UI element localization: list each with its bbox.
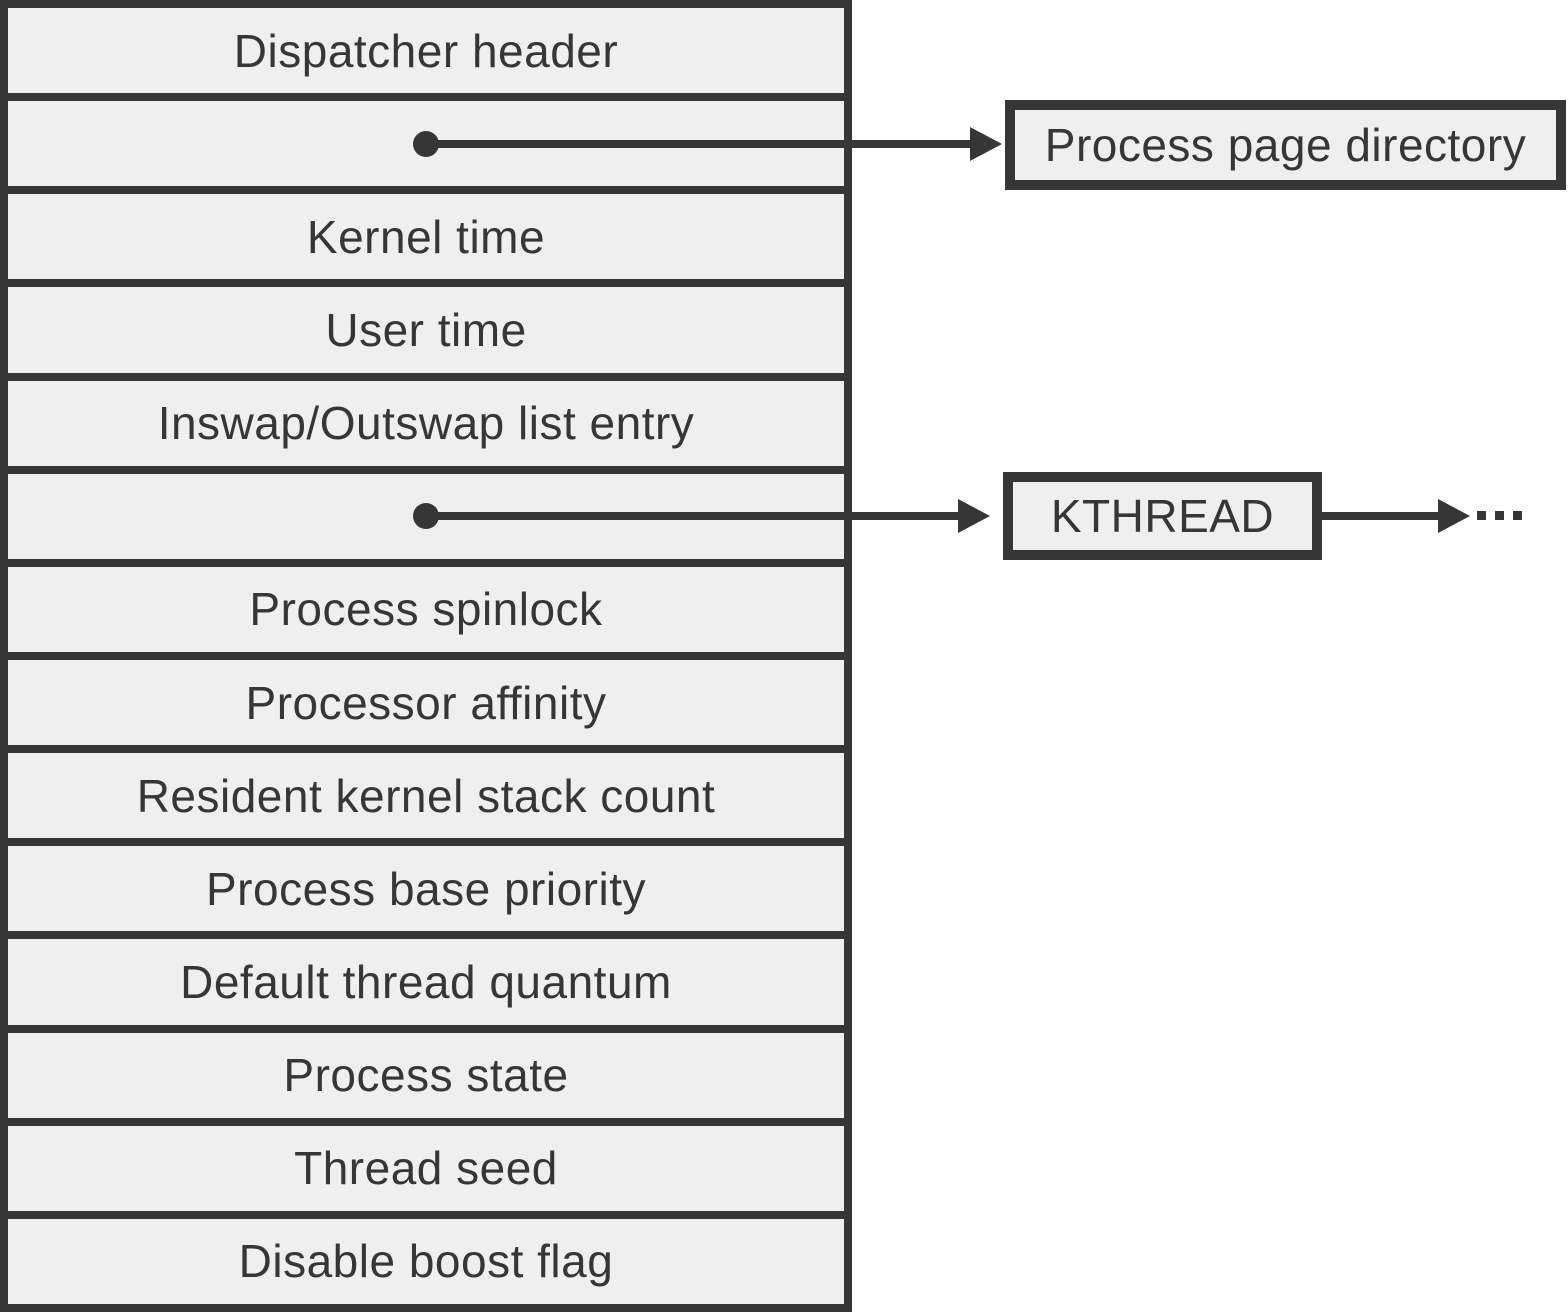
- ellipsis-icon: [1477, 511, 1522, 520]
- row-process-state: Process state: [8, 1024, 844, 1118]
- row-label: Default thread quantum: [180, 955, 672, 1008]
- row-label: Resident kernel stack count: [136, 769, 716, 822]
- callout-label: KTHREAD: [1050, 490, 1275, 542]
- row-label: User time: [325, 303, 527, 356]
- arrowhead-icon: [970, 127, 1002, 161]
- row-processor-affinity: Processor affinity: [8, 651, 844, 746]
- callout-process-page-directory: Process page directory: [1005, 100, 1566, 190]
- row-label: Kernel time: [306, 210, 546, 263]
- row-label: Dispatcher header: [233, 24, 619, 77]
- row-label: Processor affinity: [245, 676, 607, 729]
- pointer-line-to-kthread: [426, 512, 960, 520]
- row-process-spinlock: Process spinlock: [8, 558, 844, 652]
- pointer-line-to-page-directory: [426, 140, 972, 148]
- row-label: Process spinlock: [249, 583, 603, 636]
- kthread-list-continuation-line: [1320, 512, 1440, 520]
- row-user-time: User time: [8, 279, 844, 373]
- callout-kthread: KTHREAD: [1003, 472, 1322, 560]
- row-resident-kernel-stack-count: Resident kernel stack count: [8, 745, 844, 839]
- row-disable-boost-flag: Disable boost flag: [8, 1210, 844, 1304]
- row-process-base-priority: Process base priority: [8, 838, 844, 932]
- row-dispatcher-header: Dispatcher header: [8, 8, 844, 94]
- row-label: Thread seed: [294, 1142, 558, 1195]
- row-label: Inswap/Outswap list entry: [157, 397, 695, 450]
- row-thread-seed: Thread seed: [8, 1117, 844, 1211]
- row-kernel-time: Kernel time: [8, 186, 844, 280]
- arrowhead-icon: [958, 499, 990, 533]
- row-page-directory-pointer: [8, 93, 844, 187]
- row-label: Disable boost flag: [238, 1235, 614, 1288]
- callout-label: Process page directory: [1044, 119, 1527, 171]
- row-default-thread-quantum: Default thread quantum: [8, 931, 844, 1025]
- row-inswap-outswap-list-entry: Inswap/Outswap list entry: [8, 372, 844, 466]
- row-label: Process state: [283, 1049, 569, 1102]
- structure-field-table: Dispatcher header Kernel time User time …: [0, 0, 852, 1312]
- arrowhead-icon: [1438, 499, 1470, 533]
- row-label: Process base priority: [206, 862, 646, 915]
